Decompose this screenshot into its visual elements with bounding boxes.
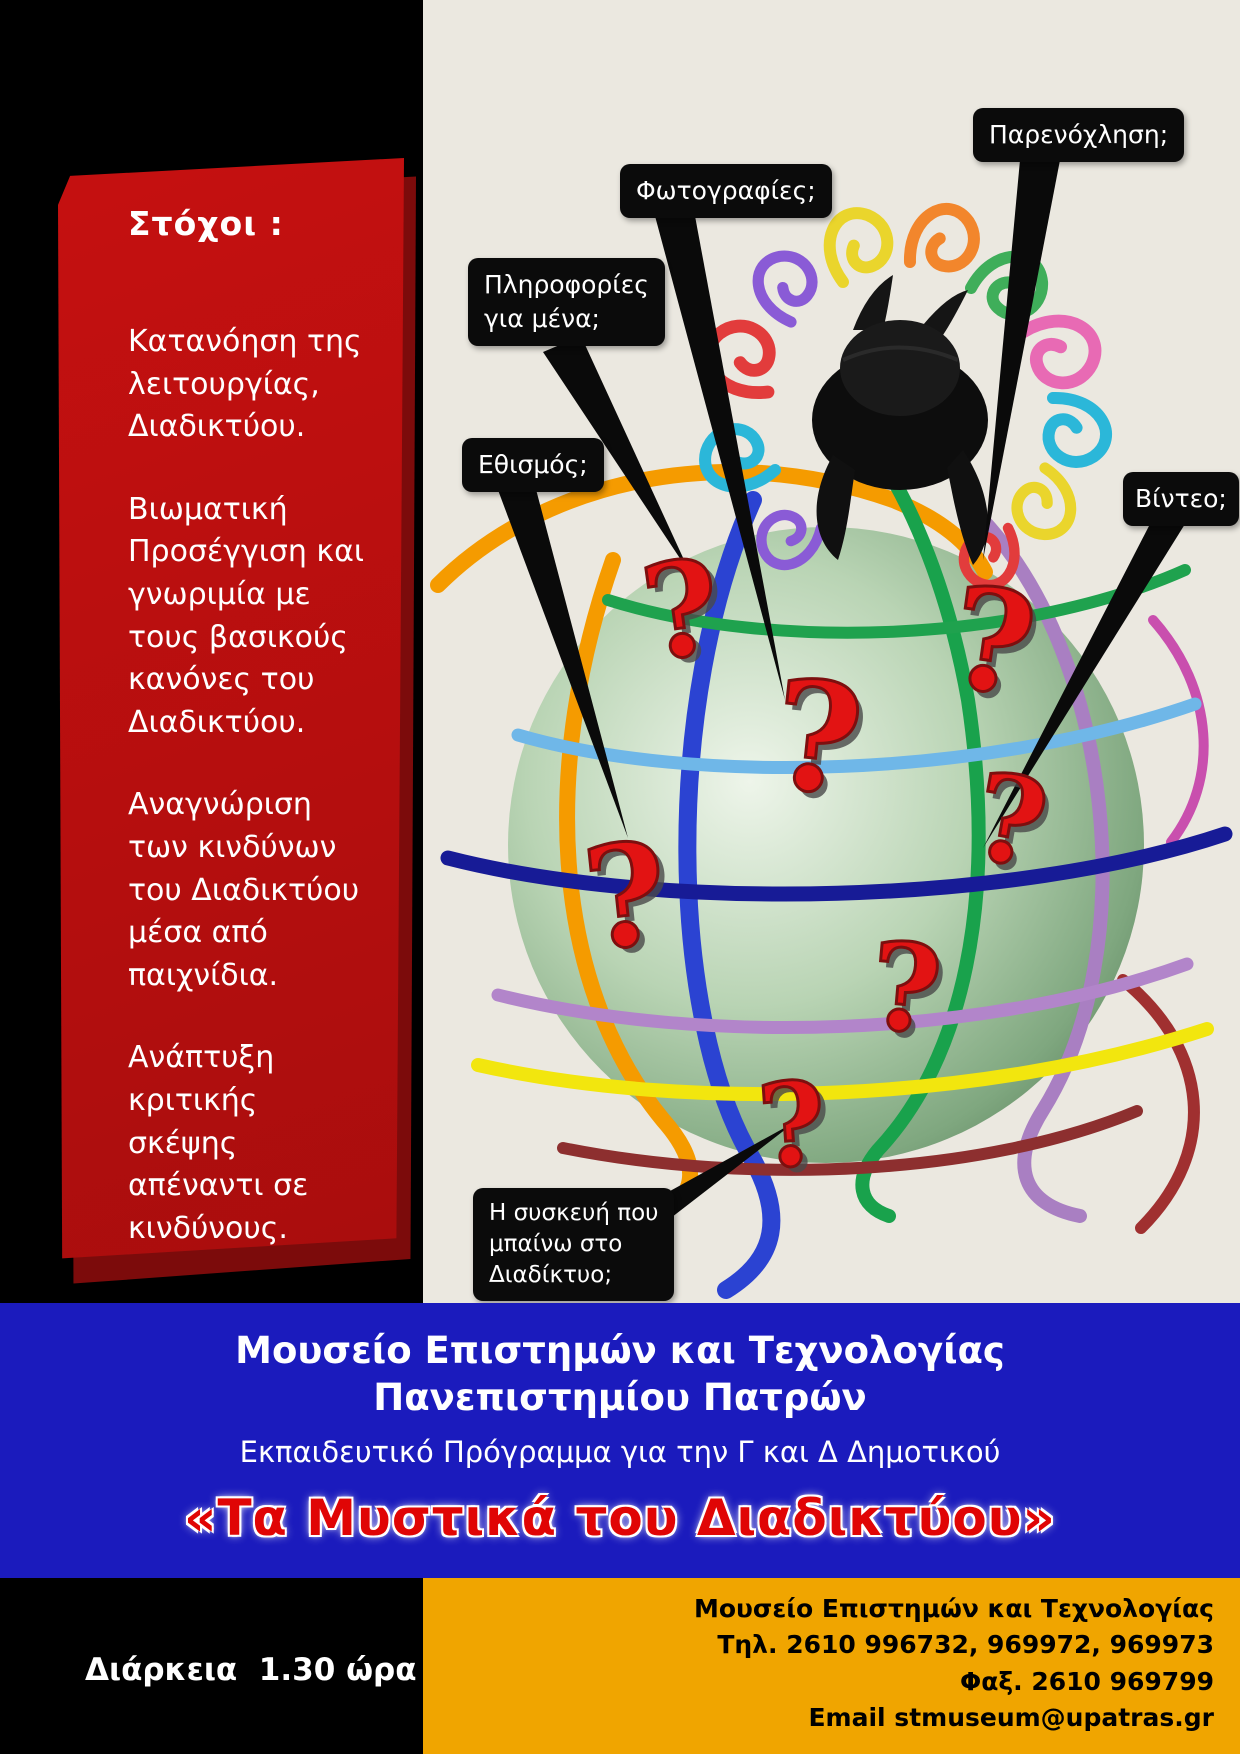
question-mark: ?	[754, 1056, 831, 1195]
question-mark-shadow: ?	[760, 1061, 837, 1200]
globe-sphere	[508, 527, 1144, 1163]
bubble-harassment: Παρενόχληση;	[973, 108, 1185, 162]
goals-title: Στόχοι :	[128, 204, 284, 243]
question-mark-shadow: ?	[770, 653, 876, 837]
footer-left: Διάρκεια 1.30 ώρα	[0, 1578, 423, 1754]
bubble-tails	[498, 160, 1185, 1248]
tail-info	[543, 336, 691, 575]
tail-addiction	[498, 478, 628, 838]
question-mark: ?	[864, 915, 946, 1062]
left-black-column: Στόχοι : Κατανόηση της λειτουργίας, Διαδ…	[0, 0, 423, 1303]
footer-contact: Μουσείο Επιστημών και Τεχνολογίας Τηλ. 2…	[423, 1578, 1240, 1754]
program-subtitle: Εκπαιδευτικό Πρόγραμμα για την Γ και Δ Δ…	[239, 1435, 1001, 1469]
footer: Διάρκεια 1.30 ώρα Μουσείο Επιστημών και …	[0, 1578, 1240, 1754]
goal-item: Ανάπτυξη κριτικής σκέψης απέναντι σε κιν…	[128, 1040, 309, 1246]
bubble-video: Βίντεο;	[1123, 472, 1239, 526]
contact-fax: Φαξ. 2610 969799	[959, 1666, 1214, 1696]
goals-panel-face: Στόχοι : Κατανόηση της λειτουργίας, Διαδ…	[58, 158, 404, 1259]
question-mark-shadow: ?	[870, 922, 952, 1069]
question-mark: ?	[577, 811, 676, 983]
contact-org: Μουσείο Επιστημών και Τεχνολογίας	[693, 1594, 1214, 1623]
duration-text: Διάρκεια 1.30 ώρα	[85, 1652, 417, 1688]
bubble-photos: Φωτογραφίες;	[620, 164, 832, 218]
tail-video	[983, 524, 1185, 848]
question-mark-shadow: ?	[583, 817, 682, 989]
globe-art: ? ? ? ? ? ? ? ? ? ?	[430, 160, 1233, 1299]
goals-panel: Στόχοι : Κατανόηση της λειτουργίας, Διαδ…	[58, 158, 416, 1284]
museum-banner: Μουσείο Επιστημών και Τεχνολογίας Πανεπι…	[0, 1303, 1240, 1578]
university-name: Πανεπιστημίου Πατρών	[373, 1376, 867, 1419]
museum-name: Μουσείο Επιστημών και Τεχνολογίας	[235, 1329, 1005, 1372]
bubble-device: Η συσκευή που μπαίνω στο Διαδίκτυο;	[473, 1188, 675, 1302]
question-mark: ?	[765, 646, 871, 830]
tail-photos	[655, 216, 785, 700]
question-marks: ? ? ? ? ? ? ? ? ? ?	[575, 527, 1062, 1200]
contact-email: Email stmuseum@upatras.gr	[808, 1702, 1214, 1732]
program-title: «Τα Μυστικά του Διαδικτύου»	[184, 1489, 1056, 1547]
goal-item: Κατανόηση της λειτουργίας, Διαδικτύου.	[128, 324, 362, 445]
bubble-addiction: Εθισμός;	[462, 438, 604, 492]
goal-item: Βιωματική Προσέγγιση και γνωριμία με του…	[128, 491, 365, 740]
tail-harassment	[983, 160, 1060, 560]
contact-phone: Τηλ. 2610 996732, 969972, 969973	[717, 1630, 1214, 1660]
goal-item: Αναγνώριση των κινδύνων του Διαδικτύου μ…	[128, 787, 360, 993]
bubble-personal-info: Πληροφορίες για μένα;	[468, 258, 665, 346]
creature	[695, 202, 1113, 595]
globe-illustration: ? ? ? ? ? ? ? ? ? ?	[423, 0, 1240, 1303]
